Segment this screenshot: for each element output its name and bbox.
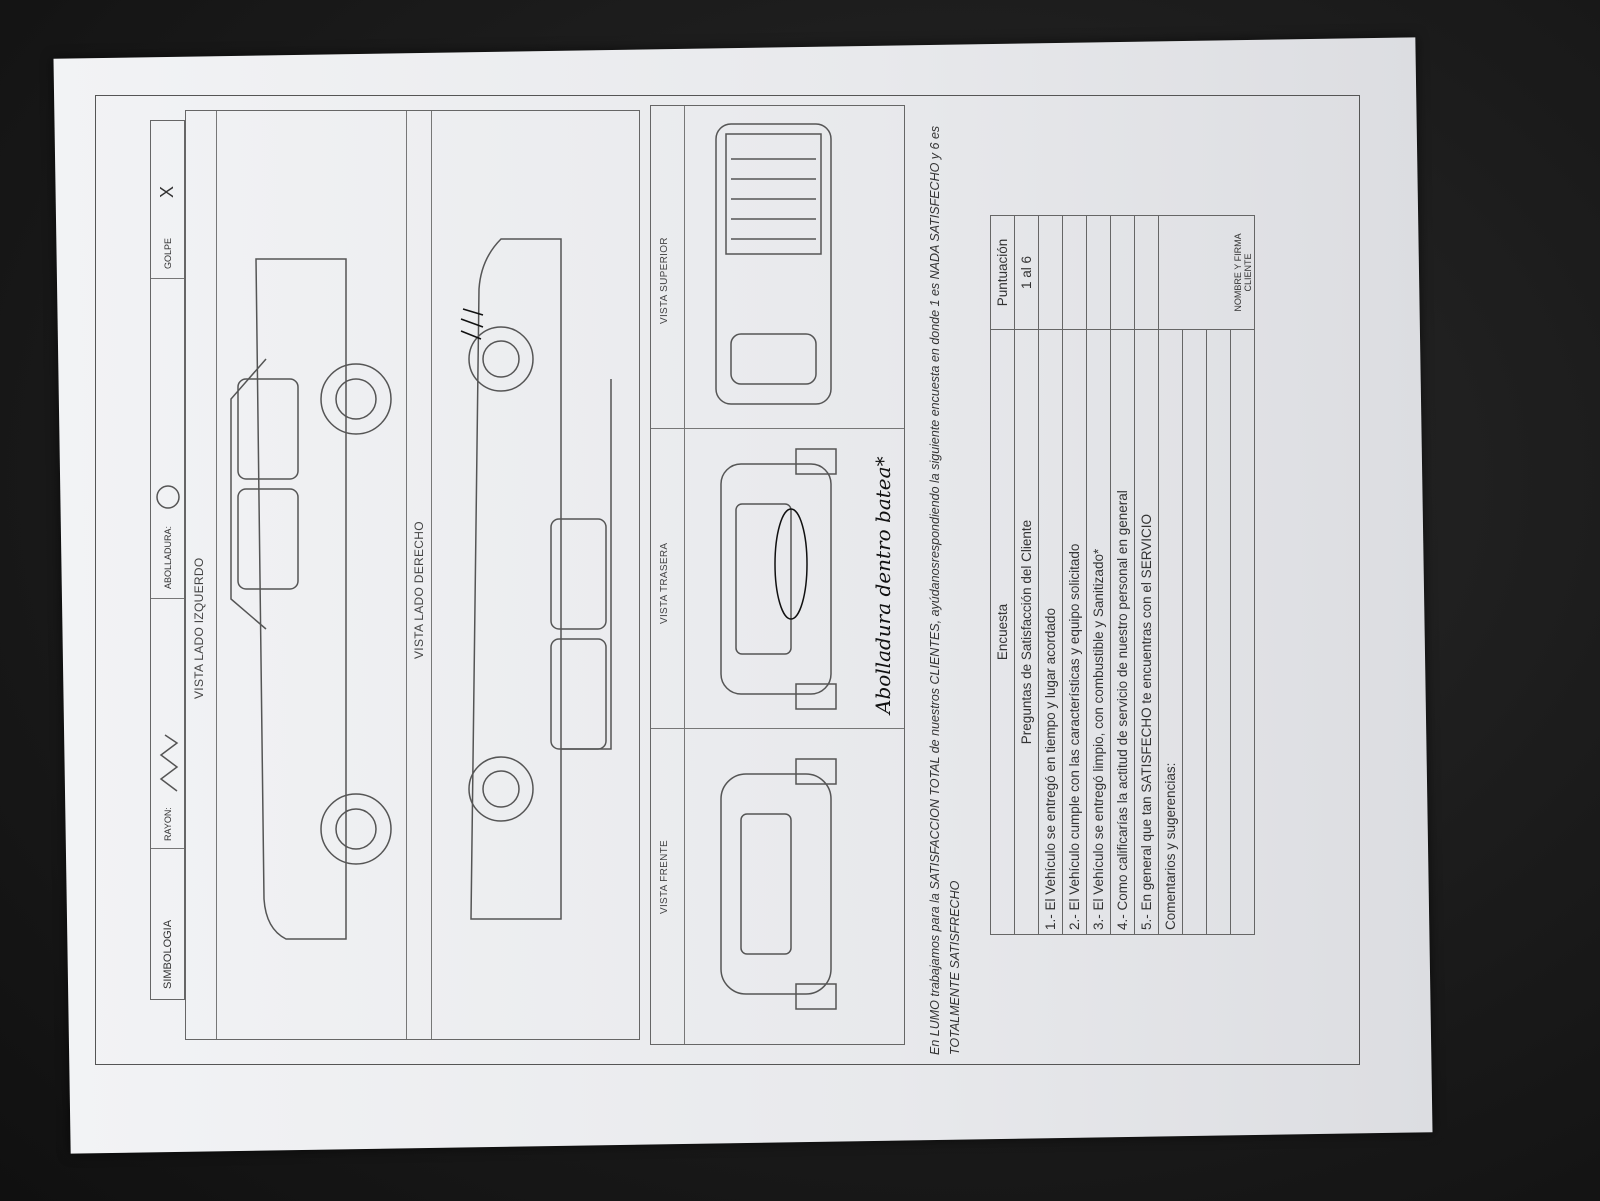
scratch-label: RAYON: <box>151 601 184 841</box>
symbology-row: SIMBOLOGIA RAYON: ABOLLADURA: GOLPE X <box>150 120 185 1000</box>
other-views-box: VISTA FRENTE VISTA TRASERA VISTA SUPERIO… <box>650 105 905 1045</box>
dent-label: ABOLLADURA: <box>151 289 184 589</box>
table-row: 3.- El Vehículo se entregó limpio, con c… <box>1086 215 1111 935</box>
score-cell-4[interactable] <box>1110 215 1135 330</box>
score-cell-2[interactable] <box>1062 215 1087 330</box>
survey-table: Encuesta Puntuación Preguntas de Satisfa… <box>990 215 1255 935</box>
score-cell-5[interactable] <box>1134 215 1159 330</box>
score-cell-3[interactable] <box>1086 215 1111 330</box>
symbology-title: SIMBOLOGIA <box>161 919 174 989</box>
scratch-zigzag-icon <box>159 734 178 792</box>
question-3: 3.- El Vehículo se entregó limpio, con c… <box>1086 329 1111 935</box>
comments-line[interactable] <box>1182 329 1207 935</box>
table-row: 1.- El Vehículo se entregó en tiempo y l… <box>1038 215 1063 935</box>
view-top-label: VISTA SUPERIOR <box>659 237 670 324</box>
comments-line[interactable] <box>1206 329 1231 935</box>
vehicle-inspection-form: SIMBOLOGIA RAYON: ABOLLADURA: GOLPE X VI… <box>95 95 1360 1065</box>
question-5: 5.- En general que tan SATISFECHO te enc… <box>1134 329 1159 935</box>
table-row: 4.- Como calificarías la actitud de serv… <box>1110 215 1135 935</box>
view-left-label: VISTA LADO IZQUERDO <box>192 557 206 699</box>
hit-label: GOLPE X <box>157 185 177 269</box>
side-views-box: VISTA LADO IZQUERDO VISTA LADO DERECHO <box>185 110 640 1040</box>
dent-circle-icon <box>155 485 180 509</box>
truck-top-drawing <box>715 123 832 405</box>
question-1: 1.- El Vehículo se entregó en tiempo y l… <box>1038 329 1063 935</box>
question-4: 4.- Como calificarías la actitud de serv… <box>1110 329 1135 935</box>
score-header: Puntuación <box>990 215 1015 330</box>
view-right-label: VISTA LADO DERECHO <box>412 521 426 659</box>
view-front-label: VISTA FRENTE <box>659 840 670 914</box>
question-2: 2.- El Vehículo cumple con las caracterí… <box>1062 329 1087 935</box>
intro-text: En LUMO trabajamos para la SATISFACCION … <box>928 125 962 1055</box>
truck-right-side-drawing <box>460 238 612 920</box>
hit-x-icon: X <box>157 185 177 198</box>
score-cell-1[interactable] <box>1038 215 1063 330</box>
signature-box[interactable]: NOMBRE Y FIRMA CLIENTE <box>1158 215 1255 330</box>
truck-left-side-drawing <box>230 258 392 940</box>
survey-subtitle: Preguntas de Satisfacción del Cliente <box>1014 329 1039 935</box>
score-range: 1 al 6 <box>1014 215 1039 330</box>
signature-label: NOMBRE Y FIRMA CLIENTE <box>1233 233 1253 312</box>
comments-line[interactable] <box>1230 329 1255 935</box>
table-row: 5.- En general que tan SATISFECHO te enc… <box>1134 215 1159 935</box>
survey-title: Encuesta <box>990 329 1015 935</box>
comments-label: Comentarios y sugerencias: <box>1158 329 1183 935</box>
view-rear-label: VISTA TRASERA <box>659 542 670 624</box>
truck-rear-drawing <box>720 448 837 710</box>
handwritten-note: Abolladura dentro batea* <box>871 456 895 714</box>
truck-front-drawing <box>720 758 837 1010</box>
table-row: 2.- El Vehículo cumple con las caracterí… <box>1062 215 1087 935</box>
